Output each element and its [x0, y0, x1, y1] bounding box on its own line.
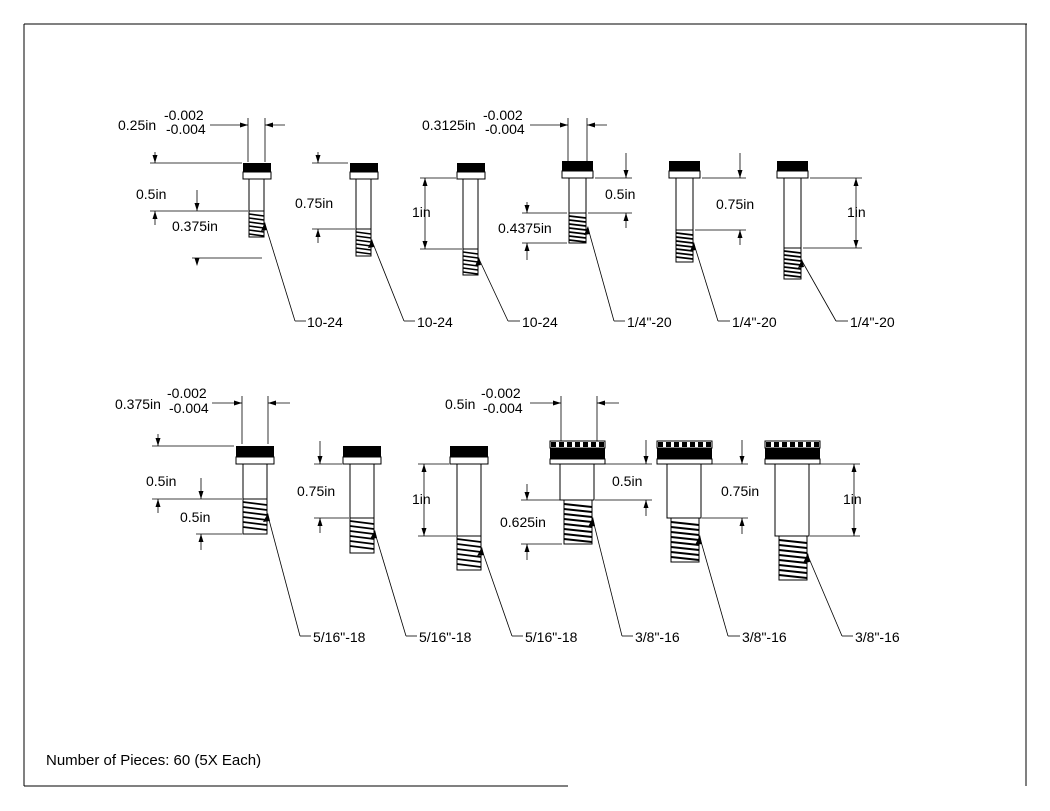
thread-callout: 1/4"-20 [798, 259, 895, 330]
thread-callout: 3/8"-16 [803, 553, 900, 645]
dimension-thread-length: 0.5in [180, 478, 242, 550]
tolerance-callout: 0.375in -0.002 -0.004 [115, 385, 290, 444]
tolerance-diameter: 0.5in [445, 396, 475, 412]
thread-callout: 5/16"-18 [263, 513, 366, 645]
dimension-label: 0.375in [172, 218, 218, 234]
tolerance-callout: 0.3125in -0.002 -0.004 [422, 107, 607, 162]
tolerance-plus: -0.002 [481, 385, 521, 401]
shoulder-bolt [242, 163, 272, 238]
dimension-label: 0.4375in [498, 220, 552, 236]
dimension-shoulder-length: 0.5in [595, 440, 652, 516]
thread-callout: 5/16"-18 [477, 547, 578, 645]
group-5-16-18: 0.375in -0.002 -0.004 [115, 385, 578, 645]
dimension-thread-length: 0.625in [500, 484, 562, 560]
shoulder-bolt [456, 163, 486, 276]
thread-label: 5/16"-18 [313, 629, 366, 645]
thread-callout: 3/8"-16 [588, 517, 680, 645]
shoulder-bolt [549, 440, 606, 545]
dimension-label: 0.5in [180, 509, 210, 525]
thread-label: 5/16"-18 [419, 629, 472, 645]
tolerance-diameter: 0.3125in [422, 117, 476, 133]
dimension-label: 0.5in [146, 473, 176, 489]
dimension-label: 1in [412, 491, 431, 507]
thread-label: 5/16"-18 [525, 629, 578, 645]
thread-label: 10-24 [307, 314, 343, 330]
dimension-shoulder-length: 1in [412, 177, 462, 250]
thread-label: 1/4"-20 [850, 314, 895, 330]
thread-callout: 10-24 [475, 257, 558, 330]
tolerance-callout: 0.5in -0.002 -0.004 [445, 385, 619, 442]
dimension-label: 0.5in [612, 473, 642, 489]
tolerance-minus: -0.004 [483, 400, 523, 416]
shoulder-bolt [656, 440, 713, 563]
dimension-shoulder-length: 0.75in [702, 440, 759, 534]
thread-label: 3/8"-16 [635, 629, 680, 645]
group-10-24: 0.25in -0.002 -0.004 [118, 107, 558, 330]
dimension-shoulder-length: 0.75in [297, 441, 349, 533]
group-3-8-16: 0.5in -0.002 -0.004 [445, 385, 900, 645]
thread-label: 1/4"-20 [627, 314, 672, 330]
shoulder-bolt [561, 161, 594, 244]
dimension-label: 1in [412, 204, 431, 220]
thread-callout: 10-24 [261, 222, 343, 330]
dimension-label: 0.75in [295, 195, 333, 211]
dimension-label: 0.75in [721, 483, 759, 499]
shoulder-bolt [764, 440, 821, 581]
thread-callout: 1/4"-20 [584, 226, 672, 330]
thread-label: 10-24 [522, 314, 558, 330]
dimension-shoulder-length: 0.5in [146, 434, 242, 513]
shoulder-bolt [449, 446, 489, 571]
thread-callout: 3/8"-16 [695, 535, 787, 645]
dimension-label: 0.75in [716, 196, 754, 212]
dimension-label: 0.5in [605, 186, 635, 202]
dimension-shoulder-length: 1in [412, 463, 456, 537]
dimension-shoulder-length: 0.5in [136, 152, 248, 225]
shoulder-bolt [349, 163, 379, 257]
dimension-label: 1in [847, 204, 866, 220]
dimension-shoulder-length: 0.75in [295, 152, 355, 243]
dimension-shoulder-length: 0.5in [588, 153, 635, 228]
shoulder-bolt [776, 161, 809, 280]
thread-callout: 10-24 [368, 239, 453, 330]
thread-label: 3/8"-16 [855, 629, 900, 645]
dimension-shoulder-length: 1in [803, 177, 866, 249]
tolerance-diameter: 0.375in [115, 396, 161, 412]
shoulder-bolt [342, 446, 382, 554]
thread-label: 10-24 [417, 314, 453, 330]
tolerance-minus: -0.004 [166, 121, 206, 137]
dimension-label: 1in [843, 491, 862, 507]
pieces-note: Number of Pieces: 60 (5X Each) [46, 752, 262, 769]
dimension-thread-length: 0.4375in [498, 202, 567, 260]
dimension-label: 0.625in [500, 514, 546, 530]
group-1-4-20: 0.3125in -0.002 -0.004 [422, 107, 895, 330]
dimension-label: 0.75in [297, 483, 335, 499]
tolerance-plus: -0.002 [164, 107, 204, 123]
tolerance-plus: -0.002 [167, 385, 207, 401]
tolerance-minus: -0.004 [169, 400, 209, 416]
tolerance-plus: -0.002 [483, 107, 523, 123]
tolerance-minus: -0.004 [485, 121, 525, 137]
shoulder-bolt [668, 161, 701, 263]
dimension-label: 0.5in [136, 186, 166, 202]
tolerance-callout: 0.25in -0.002 -0.004 [118, 107, 285, 162]
thread-label: 3/8"-16 [742, 629, 787, 645]
dimension-shoulder-length: 0.75in [695, 153, 754, 245]
thread-callout: 5/16"-18 [370, 530, 472, 645]
dimension-thread-length: 0.375in [172, 190, 262, 266]
tolerance-diameter: 0.25in [118, 117, 156, 133]
dimension-shoulder-length: 1in [810, 463, 862, 537]
thread-label: 1/4"-20 [732, 314, 777, 330]
thread-callout: 1/4"-20 [690, 242, 777, 330]
shoulder-bolt [235, 446, 275, 535]
